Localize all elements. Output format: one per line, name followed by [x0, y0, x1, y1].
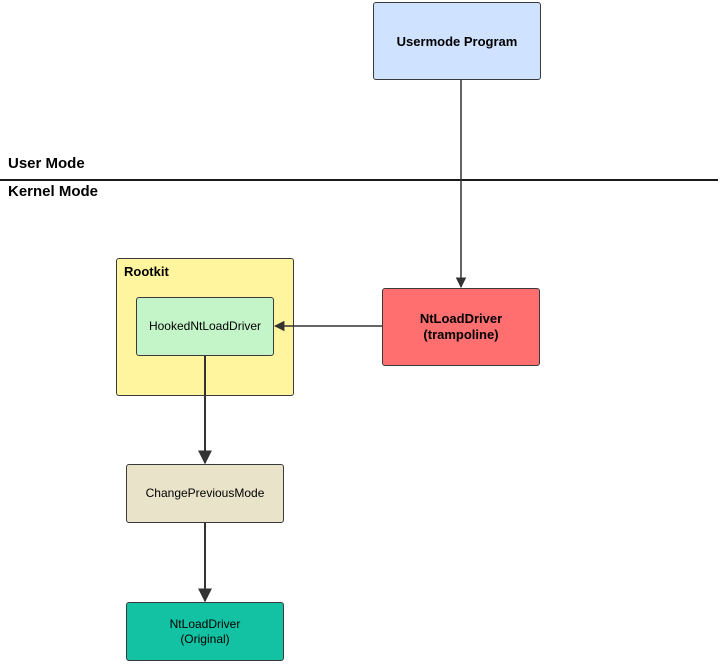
usermode-program-label: Usermode Program	[396, 33, 518, 49]
change-previous-mode-label: ChangePreviousMode	[145, 486, 265, 500]
trampoline-label-line1: NtLoadDriver	[419, 311, 503, 326]
kernel-mode-label: Kernel Mode	[8, 183, 99, 200]
usermode-program-node: Usermode Program	[373, 2, 541, 80]
trampoline-label-line2: (trampoline)	[423, 327, 499, 342]
hooked-ntloaddriver-node: HookedNtLoadDriver	[136, 297, 274, 356]
user-mode-label: User Mode	[8, 155, 85, 172]
ntloaddriver-trampoline-node: NtLoadDriver (trampoline)	[382, 288, 540, 366]
rootkit-label: Rootkit	[124, 264, 169, 279]
mode-boundary-line	[0, 179, 718, 181]
ntloaddriver-original-node: NtLoadDriver (Original)	[126, 602, 284, 661]
original-label-line2: (Original)	[180, 631, 230, 646]
original-label-line1: NtLoadDriver	[169, 616, 241, 631]
hooked-ntloaddriver-label: HookedNtLoadDriver	[148, 319, 262, 333]
change-previous-mode-node: ChangePreviousMode	[126, 464, 284, 523]
